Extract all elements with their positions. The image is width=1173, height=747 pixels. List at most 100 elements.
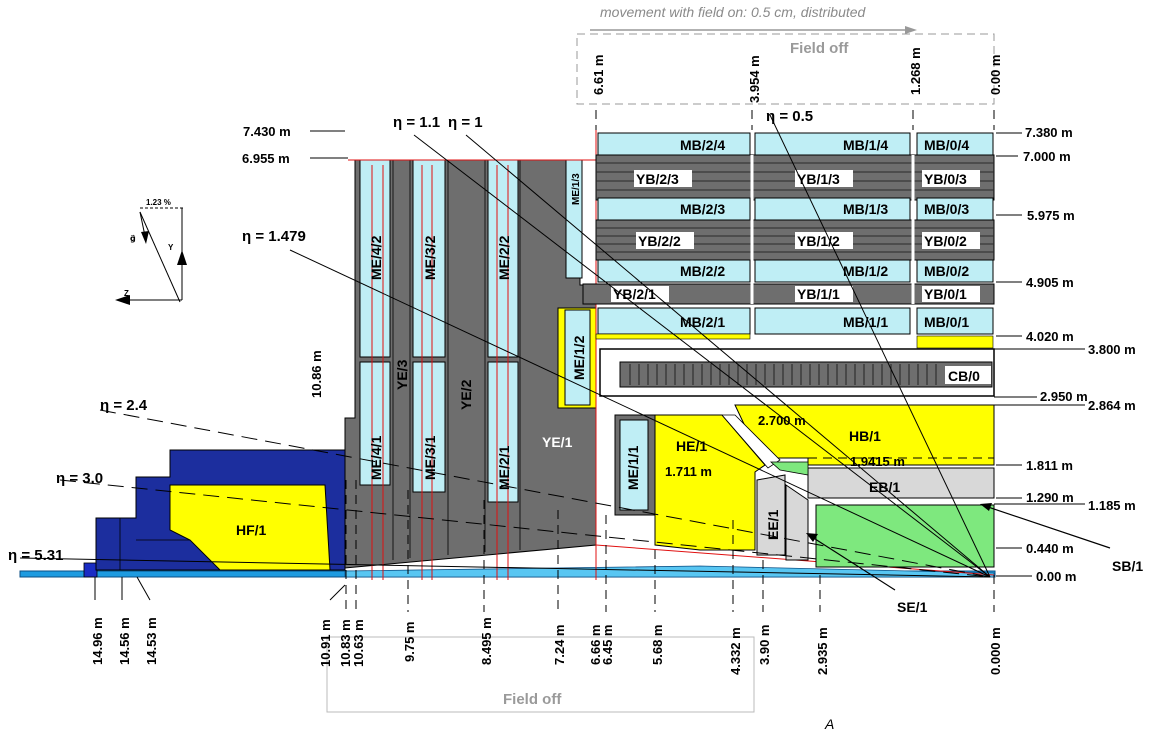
se1-label: SE/1 bbox=[897, 599, 928, 615]
barrel-muon-chambers bbox=[597, 132, 994, 335]
me-3-1-chamber bbox=[412, 361, 446, 493]
mb11-label: MB/1/1 bbox=[843, 314, 888, 330]
he1-label: HE/1 bbox=[676, 438, 707, 454]
bottom-dist-0000: 0.000 m bbox=[988, 627, 1003, 675]
sb1-label: SB/1 bbox=[1112, 558, 1143, 574]
me-2-1-chamber bbox=[487, 361, 519, 503]
bottom-dist-724: 7.24 m bbox=[552, 625, 567, 665]
bottom-dist-666: 6.66 m bbox=[588, 625, 603, 665]
mb12-label: MB/1/2 bbox=[843, 263, 888, 279]
dim-2700: 2.700 m bbox=[758, 413, 806, 428]
barrel-muon-labels: MB/2/4 MB/1/4 MB/0/4 MB/2/3 MB/1/3 MB/0/… bbox=[680, 137, 969, 330]
height-3800: 3.800 m bbox=[1088, 342, 1136, 357]
yb22-label: YB/2/2 bbox=[638, 233, 681, 249]
eb-front bbox=[769, 461, 809, 476]
height-1185: 1.185 m bbox=[1088, 498, 1136, 513]
movement-arrow-head bbox=[905, 26, 917, 34]
bottom-dist-645: 6.45 m bbox=[600, 625, 615, 665]
ee1-label: EE/1 bbox=[765, 509, 781, 540]
dim-1711: 1.711 m bbox=[665, 464, 712, 479]
yb13-label: YB/1/3 bbox=[797, 171, 840, 187]
eta-lines bbox=[19, 114, 991, 578]
bottom-dist-390: 3.90 m bbox=[757, 625, 772, 665]
field-off-box-top bbox=[576, 33, 995, 105]
height-6955: 6.955 m bbox=[242, 151, 290, 166]
height-1811: 1.811 m bbox=[1026, 458, 1073, 473]
hf-calorimeter bbox=[169, 484, 331, 571]
height-1290: 1.290 m bbox=[1026, 490, 1074, 505]
eta-1-1: η = 1.1 bbox=[393, 114, 440, 131]
me-4-2-chamber bbox=[359, 159, 391, 358]
ye1-label: YE/1 bbox=[542, 434, 573, 450]
mb01-label: MB/0/1 bbox=[924, 314, 969, 330]
yb23-label: YB/2/3 bbox=[636, 171, 679, 187]
coil-segments bbox=[629, 364, 937, 385]
me32-label: ME/3/2 bbox=[422, 235, 438, 280]
eta-0-5: η = 0.5 bbox=[766, 108, 813, 125]
me31-label: ME/3/1 bbox=[422, 435, 438, 480]
sb1-leader bbox=[984, 505, 1111, 549]
tilt-label: 1.23 % bbox=[146, 198, 171, 207]
coil bbox=[619, 361, 993, 388]
gravity-axes: 1.23 % g⃗ Y Z bbox=[115, 198, 187, 305]
y-axis-label: Y bbox=[168, 243, 174, 252]
bottom-dist-4332: 4.332 m bbox=[728, 627, 743, 675]
eb-crystals bbox=[807, 467, 995, 499]
yb21-label: YB/2/1 bbox=[613, 286, 656, 302]
bottom-distances: 14.96 m 14.56 m 14.53 m 10.91 m 10.83 m … bbox=[90, 576, 1003, 675]
hf1-label: HF/1 bbox=[236, 522, 267, 538]
mb22-label: MB/2/2 bbox=[680, 263, 725, 279]
bottom-dist-1063: 10.63 m bbox=[351, 619, 366, 667]
top-dist-3954: 3.954 m bbox=[747, 55, 762, 103]
yb03-label: YB/0/3 bbox=[924, 171, 967, 187]
yb11-label: YB/1/1 bbox=[797, 286, 840, 302]
eb1-label: EB/1 bbox=[869, 479, 900, 495]
bottom-dist-1083: 10.83 m bbox=[338, 619, 353, 667]
header-note: movement with field on: 0.5 cm, distribu… bbox=[600, 4, 867, 20]
he-gap bbox=[721, 414, 781, 469]
height-2864: 2.864 m bbox=[1088, 398, 1136, 413]
me-1-2-chamber bbox=[564, 309, 591, 406]
eta-labels: η = 1.1 η = 1 η = 0.5 η = 1.479 η = 2.4 … bbox=[8, 108, 813, 564]
height-10-86: 10.86 m bbox=[309, 350, 324, 398]
eta-1-479: η = 1.479 bbox=[242, 228, 306, 245]
mb14-label: MB/1/4 bbox=[843, 137, 888, 153]
endcap-yoke bbox=[344, 159, 597, 569]
dim-19415: 1.9415 m bbox=[850, 454, 905, 469]
me-1-1-chamber bbox=[619, 419, 649, 511]
mb13-label: MB/1/3 bbox=[843, 201, 888, 217]
yb02-label: YB/0/2 bbox=[924, 233, 967, 249]
ye3-label: YE/3 bbox=[394, 359, 410, 390]
ee-preshower bbox=[785, 484, 809, 561]
castor-block bbox=[83, 562, 98, 578]
field-off-box-bottom bbox=[326, 636, 755, 713]
me22-label: ME/2/2 bbox=[496, 235, 512, 280]
mb23-label: MB/2/3 bbox=[680, 201, 725, 217]
sb1-arrow bbox=[980, 503, 992, 511]
bottom-dist-2935: 2.935 m bbox=[815, 627, 830, 675]
height-7000: 7.000 m bbox=[1023, 149, 1071, 164]
me-4-1-chamber bbox=[359, 361, 391, 486]
top-dist-661: 6.61 m bbox=[591, 55, 606, 95]
height-0440: 0.440 m bbox=[1026, 541, 1074, 556]
mb03-label: MB/0/3 bbox=[924, 201, 969, 217]
se1-arrow bbox=[806, 533, 818, 542]
red-guides bbox=[348, 130, 995, 580]
field-off-bottom-label: Field off bbox=[503, 691, 562, 708]
bottom-dist-975: 9.75 m bbox=[402, 622, 417, 662]
bottom-dist-1456: 14.56 m bbox=[117, 617, 132, 665]
height-2950: 2.950 m bbox=[1040, 389, 1088, 404]
mb02-label: MB/0/2 bbox=[924, 263, 969, 279]
me13-label: ME/1/3 bbox=[571, 173, 582, 205]
height-0000: 0.00 m bbox=[1036, 569, 1076, 584]
height-4020: 4.020 m bbox=[1026, 329, 1074, 344]
ye2-label: YE/2 bbox=[458, 379, 474, 410]
me11-label: ME/1/1 bbox=[625, 445, 641, 490]
z-axis-label: Z bbox=[124, 289, 129, 298]
height-7380: 7.380 m bbox=[1025, 125, 1073, 140]
se1-leader bbox=[811, 536, 896, 591]
mb-yellow-strip bbox=[595, 333, 751, 340]
me21-label: ME/2/1 bbox=[496, 445, 512, 490]
cb0-label: CB/0 bbox=[948, 368, 980, 384]
height-7430: 7.430 m bbox=[243, 124, 291, 139]
